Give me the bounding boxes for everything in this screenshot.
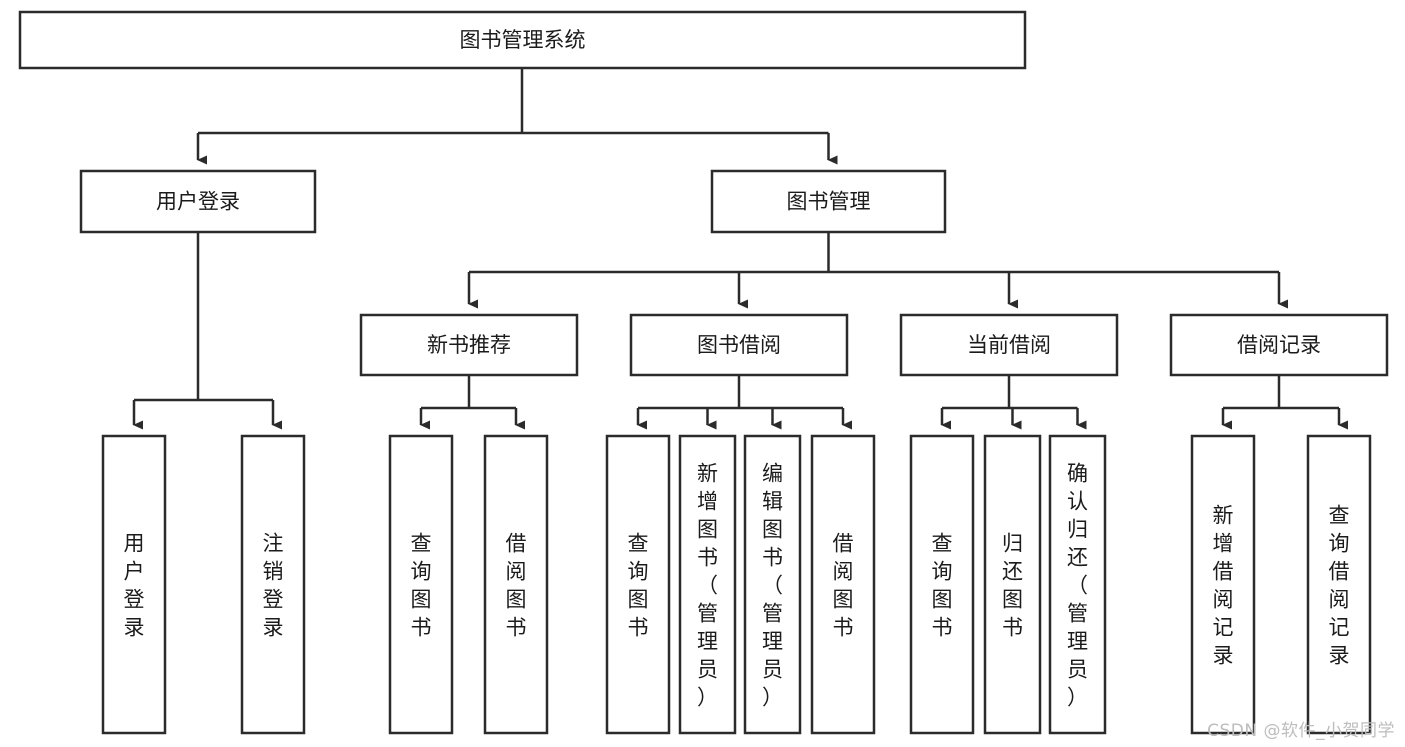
node-label-leaf-query-book-current: 查询图书 xyxy=(932,531,953,639)
node-leaf-user-login[interactable]: 用户登录 xyxy=(101,434,167,735)
node-label-leaf-borrow-book-rec: 借阅图书 xyxy=(506,531,527,639)
node-leaf-confirm-return-admin[interactable]: 确认归还（管理员） xyxy=(1048,434,1107,735)
node-box-leaf-query-borrow-record xyxy=(1306,434,1372,735)
node-current-borrow[interactable]: 当前借阅 xyxy=(899,313,1119,377)
node-label-borrow-record: 借阅记录 xyxy=(1237,333,1321,357)
node-label-root: 图书管理系统 xyxy=(460,28,586,52)
node-label-leaf-add-book-admin: 新增图书（管理员） xyxy=(697,461,718,709)
node-box-leaf-edit-book-admin xyxy=(743,434,802,735)
node-box-leaf-borrow-book xyxy=(810,434,876,735)
node-leaf-add-borrow-record[interactable]: 新增借阅记录 xyxy=(1190,434,1256,735)
node-leaf-user-logout[interactable]: 注销登录 xyxy=(240,434,306,735)
node-label-book-borrow: 图书借阅 xyxy=(697,333,781,357)
node-label-new-book-rec: 新书推荐 xyxy=(427,333,511,357)
node-label-leaf-borrow-book: 借阅图书 xyxy=(833,531,854,639)
node-layer: 图书管理系统用户登录图书管理新书推荐图书借阅当前借阅借阅记录用户登录注销登录查询… xyxy=(18,10,1389,735)
edge-layer xyxy=(132,68,1348,430)
node-box-leaf-user-login xyxy=(101,434,167,735)
node-box-new-book-rec xyxy=(359,313,579,377)
node-box-book-manage xyxy=(710,169,947,234)
node-leaf-borrow-book[interactable]: 借阅图书 xyxy=(810,434,876,735)
node-box-borrow-record xyxy=(1169,313,1389,377)
node-book-manage[interactable]: 图书管理 xyxy=(710,169,947,234)
node-leaf-query-book-rec[interactable]: 查询图书 xyxy=(388,434,454,735)
node-label-leaf-confirm-return-admin: 确认归还（管理员） xyxy=(1067,461,1088,709)
node-label-leaf-query-book-rec: 查询图书 xyxy=(411,531,432,639)
node-box-book-borrow xyxy=(629,313,849,377)
node-box-leaf-add-book-admin xyxy=(678,434,737,735)
node-label-leaf-query-book-borrow: 查询图书 xyxy=(628,531,649,639)
node-box-leaf-query-book-borrow xyxy=(605,434,671,735)
node-box-root xyxy=(18,10,1027,70)
node-label-leaf-add-borrow-record: 新增借阅记录 xyxy=(1213,503,1234,667)
node-new-book-rec[interactable]: 新书推荐 xyxy=(359,313,579,377)
node-label-leaf-edit-book-admin: 编辑图书（管理员） xyxy=(762,461,783,709)
node-leaf-edit-book-admin[interactable]: 编辑图书（管理员） xyxy=(743,434,802,735)
node-root[interactable]: 图书管理系统 xyxy=(18,10,1027,70)
node-label-leaf-user-logout: 注销登录 xyxy=(263,531,284,639)
node-box-leaf-query-book-rec xyxy=(388,434,454,735)
node-box-leaf-query-book-current xyxy=(909,434,975,735)
node-book-borrow[interactable]: 图书借阅 xyxy=(629,313,849,377)
node-box-leaf-user-logout xyxy=(240,434,306,735)
node-box-leaf-return-book xyxy=(983,434,1042,735)
node-leaf-query-book-current[interactable]: 查询图书 xyxy=(909,434,975,735)
node-user-login[interactable]: 用户登录 xyxy=(79,169,317,234)
node-leaf-query-borrow-record[interactable]: 查询借阅记录 xyxy=(1306,434,1372,735)
node-box-leaf-confirm-return-admin xyxy=(1048,434,1107,735)
node-leaf-add-book-admin[interactable]: 新增图书（管理员） xyxy=(678,434,737,735)
node-leaf-query-book-borrow[interactable]: 查询图书 xyxy=(605,434,671,735)
node-leaf-return-book[interactable]: 归还图书 xyxy=(983,434,1042,735)
node-label-leaf-query-borrow-record: 查询借阅记录 xyxy=(1329,503,1350,667)
node-leaf-borrow-book-rec[interactable]: 借阅图书 xyxy=(483,434,549,735)
node-label-current-borrow: 当前借阅 xyxy=(967,333,1051,357)
node-box-leaf-add-borrow-record xyxy=(1190,434,1256,735)
node-label-leaf-user-login: 用户登录 xyxy=(124,531,145,639)
node-label-book-manage: 图书管理 xyxy=(787,190,871,214)
node-box-leaf-borrow-book-rec xyxy=(483,434,549,735)
node-box-current-borrow xyxy=(899,313,1119,377)
node-label-user-login: 用户登录 xyxy=(156,190,240,214)
node-borrow-record[interactable]: 借阅记录 xyxy=(1169,313,1389,377)
node-label-leaf-return-book: 归还图书 xyxy=(1002,531,1023,639)
node-box-user-login xyxy=(79,169,317,234)
